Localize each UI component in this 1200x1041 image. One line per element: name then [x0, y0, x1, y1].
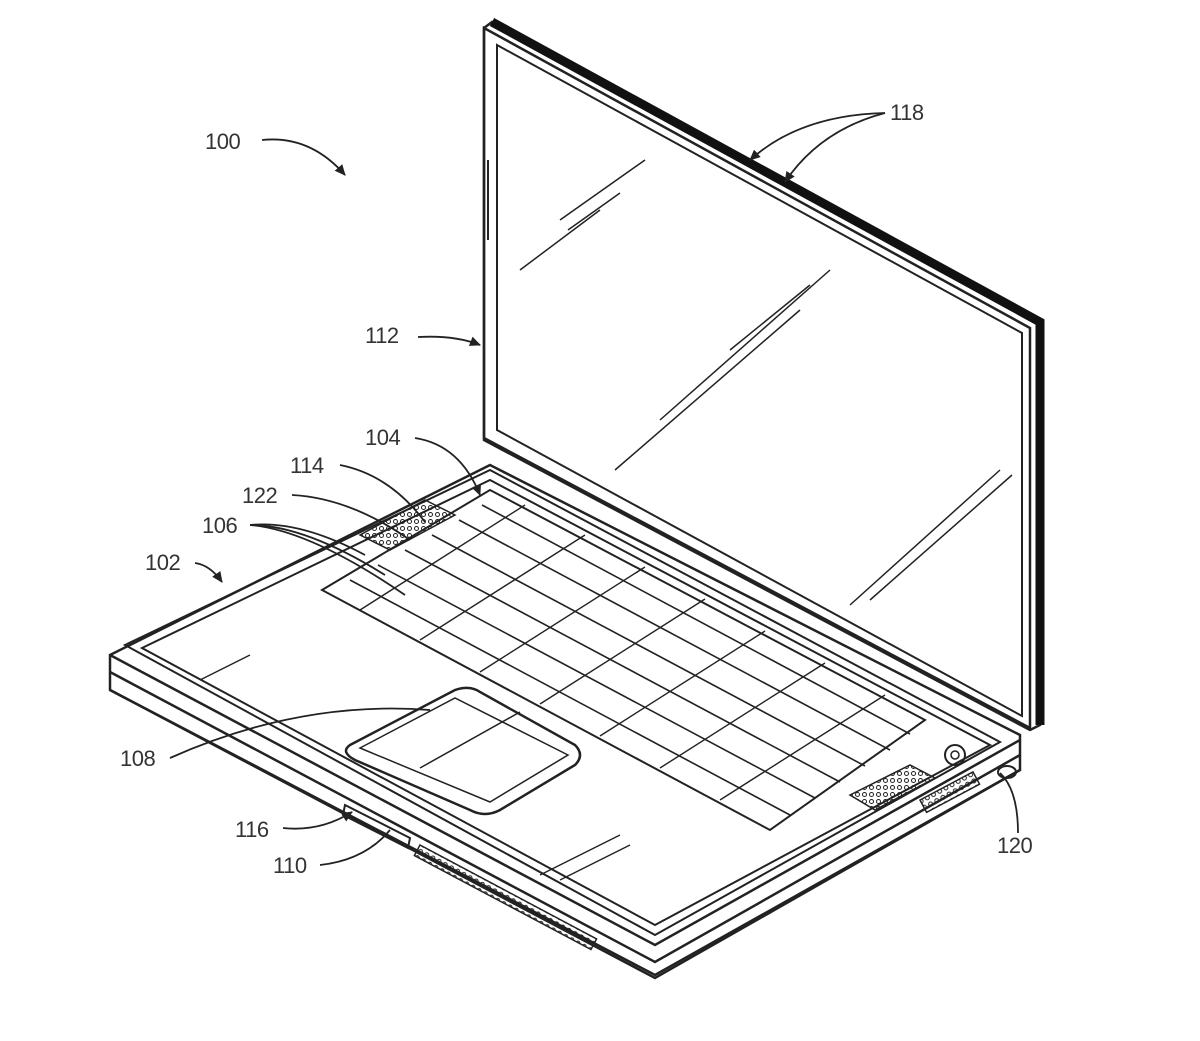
ref-110: 110	[273, 853, 307, 878]
ref-120: 120	[997, 833, 1033, 858]
ref-106: 106	[202, 513, 238, 538]
ref-108: 108	[120, 746, 156, 771]
display-lid	[482, 18, 1045, 732]
ref-116: 116	[235, 817, 269, 842]
ref-104: 104	[365, 425, 401, 450]
keyboard	[319, 488, 927, 832]
leader-lines	[169, 112, 1019, 866]
trackpad	[344, 686, 582, 816]
ref-112: 112	[365, 323, 399, 348]
ref-100: 100	[205, 129, 241, 154]
ref-122: 122	[242, 483, 278, 508]
ref-102: 102	[145, 550, 181, 575]
ref-114: 114	[290, 453, 324, 478]
speaker-grille-left	[358, 499, 457, 551]
ref-118: 118	[890, 100, 924, 125]
speaker-grille-right	[848, 764, 937, 811]
